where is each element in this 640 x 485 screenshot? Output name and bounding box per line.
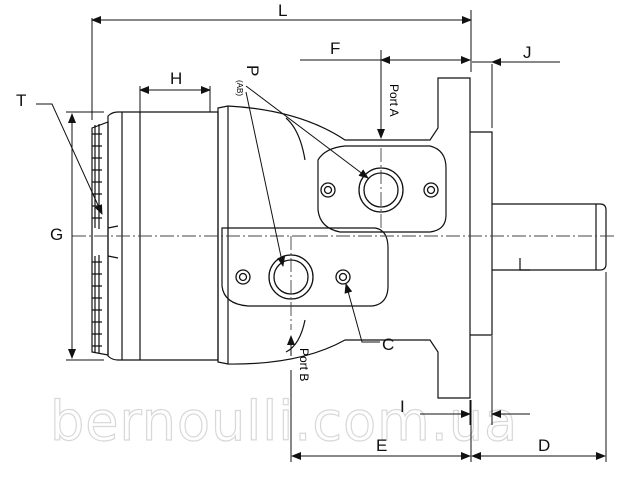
valve-housing <box>217 77 471 399</box>
label-E: E <box>376 436 387 455</box>
label-H: H <box>170 69 182 88</box>
bolt-hole-a-left <box>320 182 336 198</box>
label-port-a: Port A <box>387 84 401 117</box>
mounting-pilot <box>470 131 493 336</box>
label-I: I <box>400 397 405 416</box>
label-F: F <box>330 39 340 58</box>
motor-outline <box>91 77 607 399</box>
bolt-hole-a-right <box>423 182 439 198</box>
dimensions <box>36 10 607 462</box>
leader-P-a <box>245 85 369 179</box>
label-port-b: Port B <box>297 348 311 381</box>
port-a-hole <box>358 167 404 213</box>
label-P: P <box>243 65 262 76</box>
label-D: D <box>538 436 550 455</box>
bolt-hole-b-left <box>235 269 251 285</box>
centerlines <box>72 148 616 330</box>
label-G: G <box>50 225 63 244</box>
label-L: L <box>278 1 287 20</box>
output-shaft <box>492 203 607 271</box>
bolt-hole-b-right <box>335 269 351 285</box>
watermark: bernoulli.com.ua <box>50 390 518 453</box>
end-cap-teeth <box>92 124 102 353</box>
label-T: T <box>16 91 26 110</box>
label-P-sub: (AB) <box>235 80 244 96</box>
port-a-block <box>317 145 447 233</box>
port-b-block <box>221 227 389 307</box>
leader-C <box>344 283 380 343</box>
label-J: J <box>523 43 532 62</box>
leader-T <box>36 103 103 215</box>
label-C: C <box>382 335 394 354</box>
